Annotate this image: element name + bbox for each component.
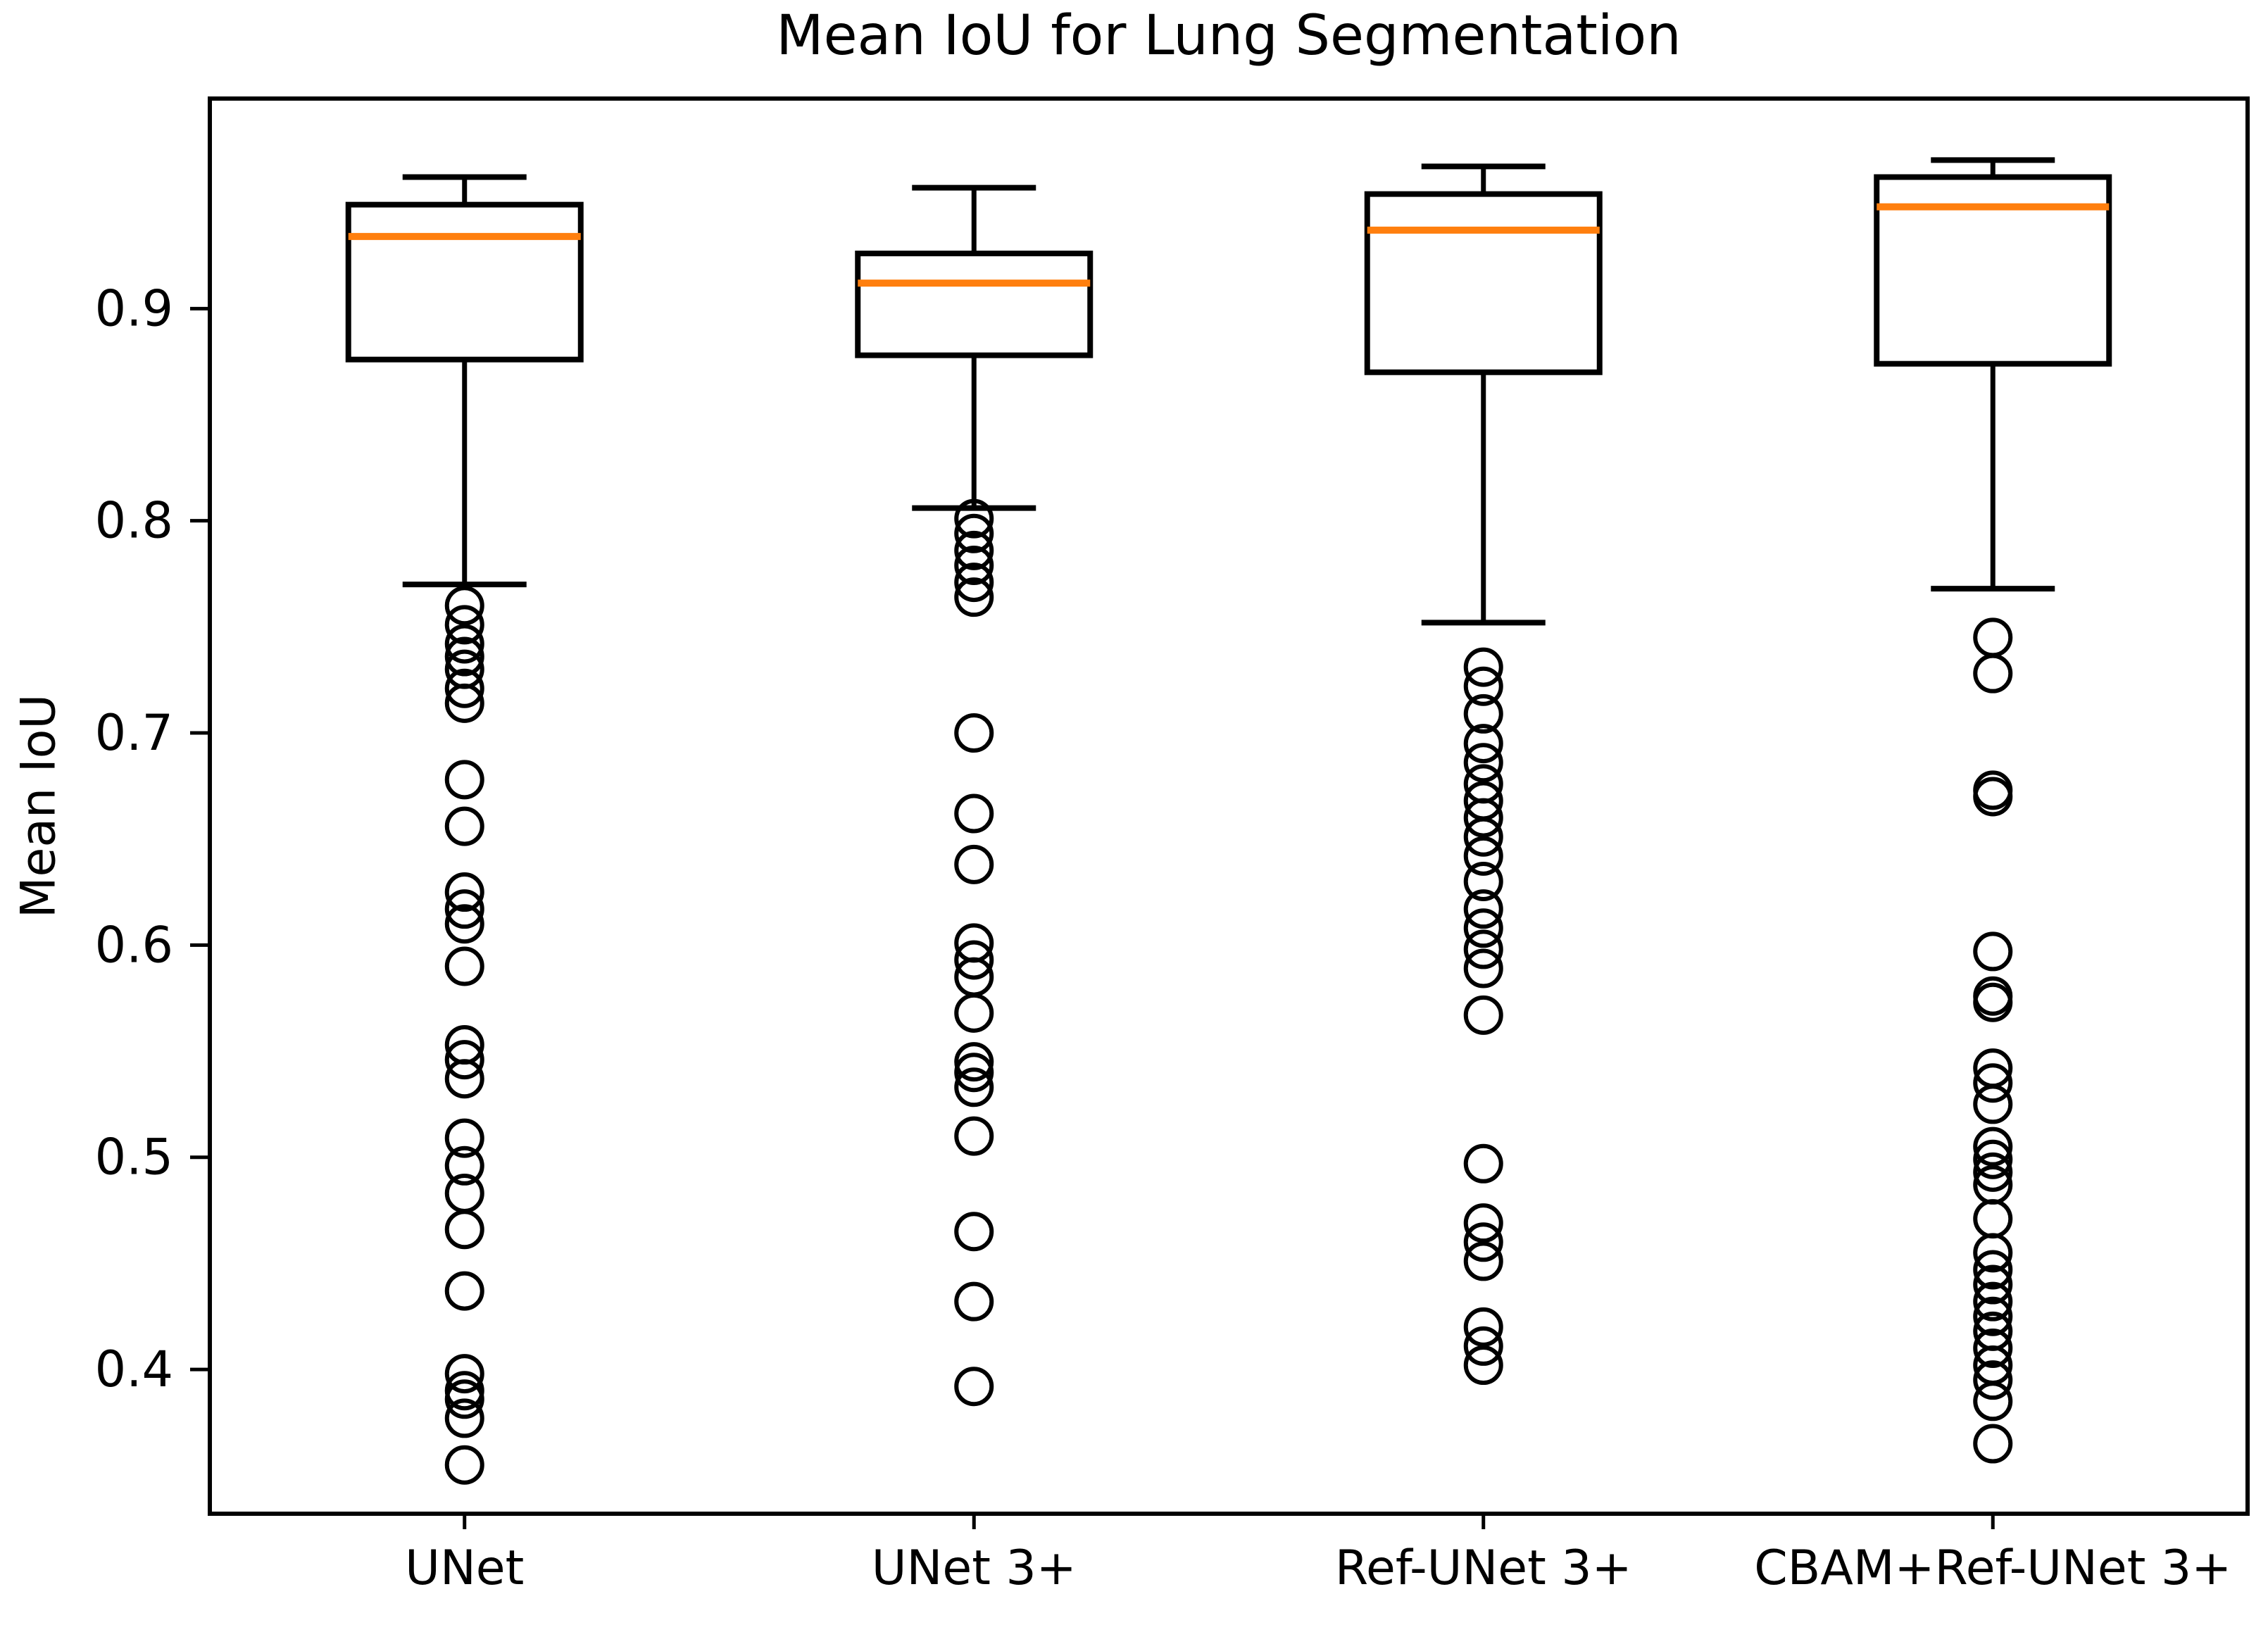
outlier-point-cbam-ref-unet-3 (1973, 931, 2013, 972)
outlier-point-unet (444, 1059, 484, 1099)
outlier-point-ref-unet-3 (1463, 1345, 1503, 1386)
outlier-point-unet-3 (954, 940, 994, 980)
outlier-point-unet (444, 1354, 484, 1394)
outlier-point-cbam-ref-unet-3 (1973, 1381, 2013, 1421)
x-tick-label-ref-unet-3: Ref-UNet 3+ (1335, 1540, 1632, 1596)
outlier-point-cbam-ref-unet-3 (1973, 653, 2013, 693)
outlier-point-ref-unet-3 (1463, 995, 1503, 1035)
outlier-point-unet-3 (954, 844, 994, 884)
outlier-point-cbam-ref-unet-3 (1973, 1233, 2013, 1273)
outlier-point-cbam-ref-unet-3 (1973, 1199, 2013, 1239)
y-tick-label: 0.4 (95, 1341, 173, 1398)
outlier-point-unet (444, 605, 484, 645)
outlier-point-ref-unet-3 (1463, 1203, 1503, 1243)
outlier-point-cbam-ref-unet-3 (1973, 1250, 2013, 1290)
outlier-point-ref-unet-3 (1463, 666, 1503, 706)
outlier-point-unet (444, 872, 484, 912)
outlier-point-cbam-ref-unet-3 (1973, 777, 2013, 817)
y-tick-label: 0.8 (95, 492, 173, 550)
y-tick-label: 0.5 (95, 1129, 173, 1186)
outlier-point-ref-unet-3 (1463, 743, 1503, 783)
outlier-point-unet (444, 1145, 484, 1186)
outlier-point-unet-3 (954, 498, 994, 539)
outlier-point-unet (444, 1118, 484, 1158)
outlier-point-unet (444, 760, 484, 800)
outlier-point-cbam-ref-unet-3 (1973, 1296, 2013, 1336)
outlier-point-ref-unet-3 (1463, 817, 1503, 857)
outlier-point-unet-3 (954, 563, 994, 603)
box-unet (345, 201, 584, 363)
outlier-point-ref-unet-3 (1463, 1222, 1503, 1262)
x-tick-label-cbam-ref-unet-3: CBAM+Ref-UNet 3+ (1754, 1540, 2231, 1596)
y-tick-label: 0.6 (95, 916, 173, 974)
outlier-point-unet-3 (954, 793, 994, 834)
outlier-point-cbam-ref-unet-3 (1973, 1139, 2013, 1179)
outlier-point-cbam-ref-unet-3 (1973, 1360, 2013, 1400)
outlier-point-unet (444, 683, 484, 723)
outlier-point-ref-unet-3 (1463, 1326, 1503, 1366)
outlier-point-cbam-ref-unet-3 (1973, 1063, 2013, 1103)
x-tick-label-unet: UNet (405, 1540, 524, 1596)
outlier-point-unet-3 (954, 545, 994, 585)
outlier-point-ref-unet-3 (1463, 948, 1503, 988)
outlier-point-ref-unet-3 (1463, 929, 1503, 969)
outlier-point-unet (444, 1173, 484, 1213)
outlier-point-ref-unet-3 (1463, 724, 1503, 764)
outlier-point-cbam-ref-unet-3 (1973, 1264, 2013, 1305)
box-unet-3 (855, 250, 1094, 358)
outlier-point-unet-3 (954, 713, 994, 753)
outlier-point-unet (444, 586, 484, 626)
outlier-point-unet (444, 1398, 484, 1438)
outlier-point-ref-unet-3 (1463, 1143, 1503, 1184)
x-tick-label-unet-3: UNet 3+ (872, 1540, 1077, 1596)
outlier-point-unet-3 (954, 1042, 994, 1082)
outlier-point-cbam-ref-unet-3 (1973, 1084, 2013, 1124)
outlier-point-ref-unet-3 (1463, 693, 1503, 734)
outlier-point-unet-3 (954, 993, 994, 1033)
outlier-point-ref-unet-3 (1463, 861, 1503, 901)
outlier-point-ref-unet-3 (1463, 1307, 1503, 1347)
outlier-point-cbam-ref-unet-3 (1973, 1281, 2013, 1322)
outlier-point-cbam-ref-unet-3 (1973, 1126, 2013, 1167)
outlier-point-unet (444, 1210, 484, 1250)
outlier-point-unet-3 (954, 530, 994, 570)
outlier-point-unet-3 (954, 1053, 994, 1093)
outlier-point-unet (444, 1379, 484, 1419)
outlier-point-unet (444, 1040, 484, 1080)
outlier-point-cbam-ref-unet-3 (1973, 617, 2013, 658)
outlier-point-ref-unet-3 (1463, 836, 1503, 876)
outlier-point-unet (444, 1445, 484, 1485)
outlier-point-unet-3 (954, 513, 994, 553)
outlier-point-ref-unet-3 (1463, 889, 1503, 929)
outlier-point-unet (444, 889, 484, 929)
outlier-point-unet (444, 668, 484, 708)
outlier-point-unet-3 (954, 1281, 994, 1322)
outlier-point-unet-3 (954, 1116, 994, 1156)
outlier-point-unet (444, 806, 484, 846)
outlier-point-cbam-ref-unet-3 (1973, 1152, 2013, 1192)
outlier-point-unet-3 (954, 1067, 994, 1107)
outlier-point-ref-unet-3 (1463, 798, 1503, 838)
outlier-point-ref-unet-3 (1463, 908, 1503, 948)
outlier-point-cbam-ref-unet-3 (1973, 1328, 2013, 1368)
outlier-point-unet-3 (954, 577, 994, 617)
box-ref-unet-3 (1364, 191, 1603, 375)
chart-title: Mean IoU for Lung Segmentation (776, 4, 1681, 68)
outlier-point-cbam-ref-unet-3 (1973, 1424, 2013, 1464)
outlier-point-unet (444, 904, 484, 944)
outlier-point-unet (444, 1271, 484, 1311)
outlier-point-unet-3 (954, 1212, 994, 1252)
axes-frame (208, 96, 2250, 1516)
outlier-point-unet (444, 624, 484, 664)
y-tick-label: 0.7 (95, 704, 173, 762)
outlier-point-unet-3 (954, 1367, 994, 1407)
y-tick-label: 0.9 (95, 280, 173, 337)
outlier-point-ref-unet-3 (1463, 647, 1503, 687)
outlier-point-unet (444, 636, 484, 677)
outlier-point-cbam-ref-unet-3 (1973, 982, 2013, 1022)
outlier-point-unet (444, 946, 484, 986)
outlier-point-ref-unet-3 (1463, 1241, 1503, 1281)
